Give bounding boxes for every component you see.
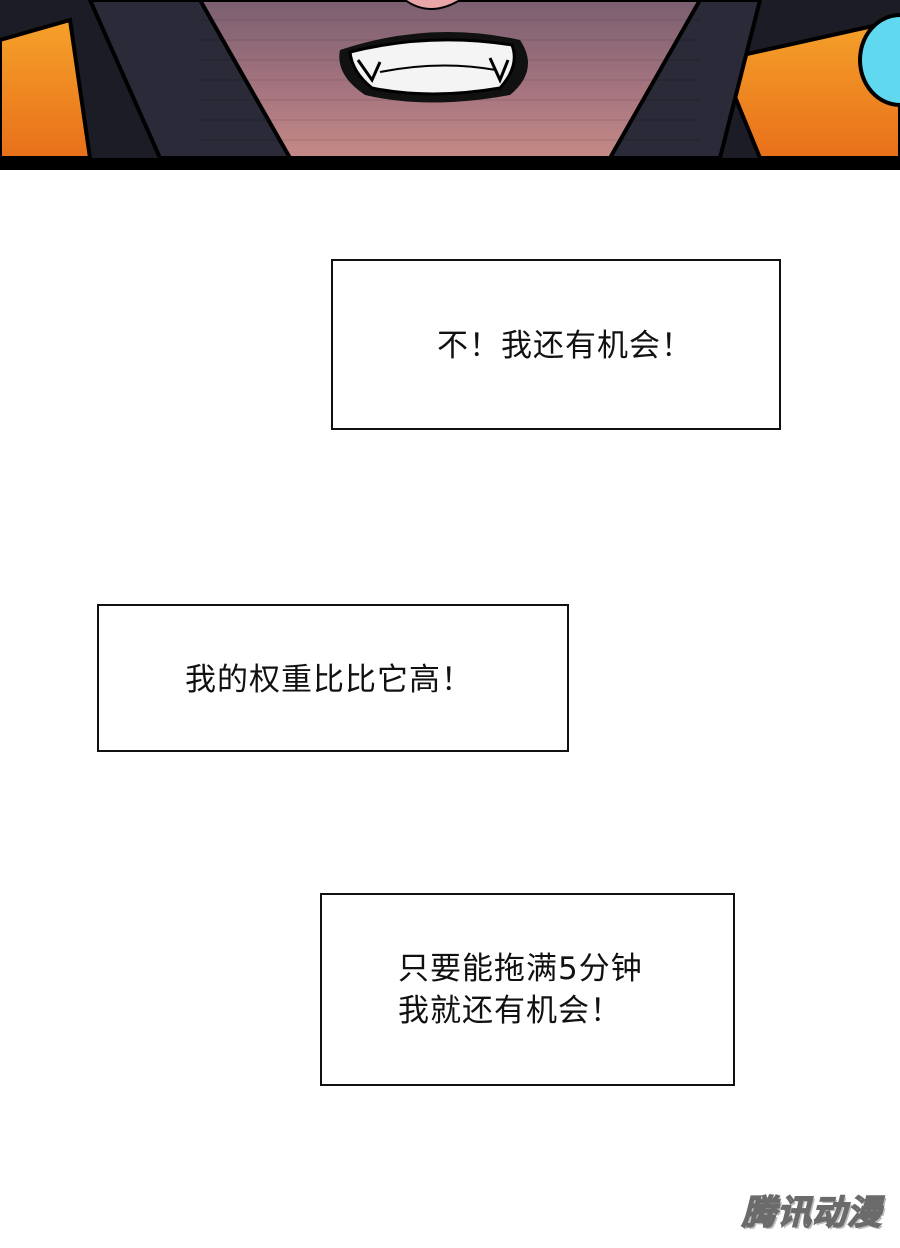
caption-line: 不！我还有机会！ bbox=[437, 328, 693, 364]
caption-text-3: 只要能拖满5分钟 我就还有机会！ bbox=[398, 948, 643, 1032]
caption-line: 我就还有机会！ bbox=[398, 993, 622, 1029]
caption-line: 只要能拖满5分钟 bbox=[398, 951, 643, 987]
caption-line: 我的权重比比它高！ bbox=[185, 662, 473, 698]
grinning-face-art bbox=[0, 0, 900, 170]
caption-box-1: 不！我还有机会！ bbox=[331, 259, 781, 430]
caption-box-2: 我的权重比比它高！ bbox=[97, 604, 569, 752]
caption-box-3: 只要能拖满5分钟 我就还有机会！ bbox=[320, 893, 735, 1086]
caption-text-2: 我的权重比比它高！ bbox=[185, 659, 473, 701]
comic-panel-top bbox=[0, 0, 900, 170]
caption-text-1: 不！我还有机会！ bbox=[437, 325, 693, 367]
watermark-logo: 腾讯动漫 bbox=[741, 1192, 882, 1234]
